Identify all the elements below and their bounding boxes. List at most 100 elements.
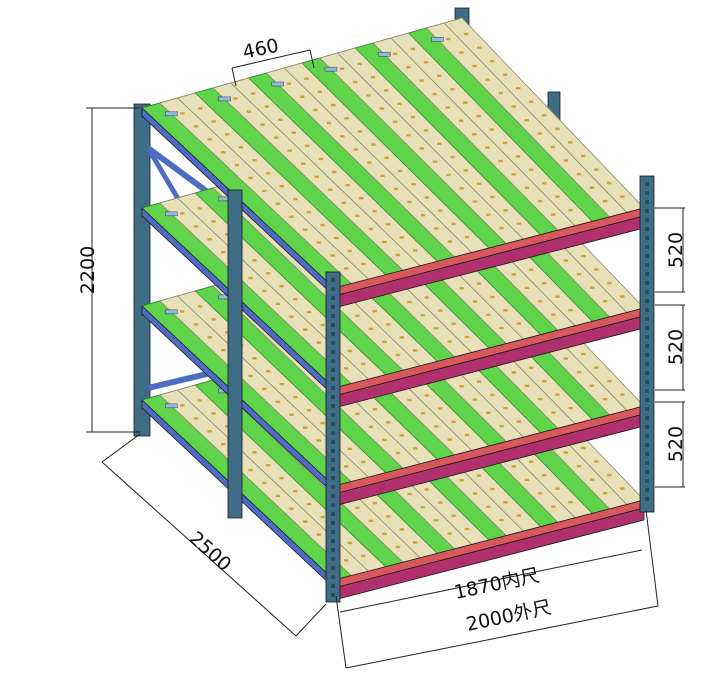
roller-3-17-13 xyxy=(620,487,625,490)
roller-1-1-7 xyxy=(262,289,267,293)
upright-front-left-hole-305 xyxy=(331,305,335,309)
upright-front-left-hole-593 xyxy=(331,593,335,597)
roller-2-1-8 xyxy=(275,400,281,404)
roller-0-2-5 xyxy=(252,159,257,162)
inner-width-label: 1870内尺 xyxy=(452,564,541,603)
roller-0-1-1 xyxy=(180,112,185,115)
depth-extension-front xyxy=(295,603,327,637)
roller-0-14-11 xyxy=(542,182,547,185)
roller-0-5-6 xyxy=(318,157,323,161)
roller-3-5-12 xyxy=(399,528,404,531)
upright-front-left-hole-278 xyxy=(331,278,335,282)
roller-0-17-7 xyxy=(542,114,547,117)
roller-2-10-11 xyxy=(472,398,478,401)
upright-front-right-hole-434 xyxy=(645,434,649,438)
spacing-extension-left xyxy=(231,67,237,87)
roller-3-5-10 xyxy=(372,502,377,505)
upright-front-left-hole-368 xyxy=(331,368,335,372)
level-pitch-label-2: 520 xyxy=(665,329,687,365)
roller-0-5-1 xyxy=(251,92,256,95)
roller-3-13-12 xyxy=(537,492,543,495)
roller-1-17-12 xyxy=(607,281,612,285)
roller-0-8-7 xyxy=(384,156,389,160)
roller-2-11-12 xyxy=(503,407,508,410)
roller-1-8-13 xyxy=(464,335,470,339)
stop-plate-3-1 xyxy=(165,403,178,409)
roller-0-5-10 xyxy=(372,210,377,213)
roller-2-16-11 xyxy=(576,370,582,374)
roller-0-16-1 xyxy=(446,37,451,41)
roller-1-1-13 xyxy=(343,367,349,370)
roller-0-7-8 xyxy=(380,174,385,177)
roller-0-1-10 xyxy=(303,228,308,231)
roller-0-13-8 xyxy=(485,146,490,149)
roller-0-8-9 xyxy=(411,183,416,186)
upright-front-right-hole-182 xyxy=(645,182,649,186)
width-extension-right xyxy=(645,509,659,607)
roller-0-5-13 xyxy=(413,249,418,252)
roller-2-2-1 xyxy=(197,305,203,308)
roller-2-7-10 xyxy=(407,398,412,402)
upright-front-left-hole-395 xyxy=(331,395,335,399)
roller-0-13-9 xyxy=(498,159,503,163)
upright-front-left-hole-485 xyxy=(331,485,335,489)
roller-3-5-13 xyxy=(413,541,418,544)
roller-0-8-1 xyxy=(304,77,309,80)
upright-front-right-hole-227 xyxy=(645,227,649,231)
roller-1-2-8 xyxy=(293,297,298,301)
roller-0-8-2 xyxy=(317,90,323,94)
roller-1-11-12 xyxy=(503,309,508,312)
roller-1-13-11 xyxy=(524,286,530,290)
roller-3-1-9 xyxy=(289,507,294,510)
roller-0-10-2 xyxy=(353,80,358,84)
roller-2-17-13 xyxy=(620,393,625,396)
roller-1-1-11 xyxy=(316,341,322,344)
roller-2-2-3 xyxy=(225,331,230,334)
roller-1-2-7 xyxy=(279,284,284,288)
roller-0-8-11 xyxy=(438,209,443,212)
roller-0-16-13 xyxy=(602,199,608,203)
spacing-dimension-label: 460 xyxy=(241,35,281,64)
roller-0-4-13 xyxy=(395,253,401,257)
upright-front-right-hole-326 xyxy=(645,326,649,330)
roller-3-11-11 xyxy=(490,487,495,491)
roller-1-14-13 xyxy=(568,308,573,312)
roller-3-16-10 xyxy=(563,451,569,454)
roller-0-14-12 xyxy=(555,195,560,198)
roller-0-7-3 xyxy=(313,108,318,112)
roller-1-14-11 xyxy=(542,282,547,285)
roller-3-1-2 xyxy=(193,417,199,420)
roller-1-10-13 xyxy=(499,326,504,330)
roller-2-14-11 xyxy=(542,380,547,383)
roller-0-10-9 xyxy=(446,173,451,177)
upright-front-right-hole-416 xyxy=(645,416,649,420)
roller-0-14-1 xyxy=(410,47,416,51)
roller-2-4-12 xyxy=(382,438,387,442)
roller-0-10-6 xyxy=(406,133,411,137)
upright-front-left-hole-314 xyxy=(331,314,335,318)
roller-0-8-8 xyxy=(397,169,403,173)
upright-front-right-hole-308 xyxy=(645,308,649,312)
roller-2-1-9 xyxy=(289,413,294,416)
roller-1-4-11 xyxy=(368,327,374,331)
roller-3-8-10 xyxy=(424,488,430,491)
roller-0-7-9 xyxy=(393,187,399,191)
upright-front-left-hole-350 xyxy=(331,350,335,354)
roller-0-10-10 xyxy=(459,187,464,190)
upright-front-right-hole-461 xyxy=(645,461,649,465)
roller-0-14-4 xyxy=(450,88,455,91)
upright-front-left-hole-341 xyxy=(331,341,335,345)
roller-0-8-12 xyxy=(451,222,456,226)
roller-3-16-13 xyxy=(602,491,608,495)
roller-1-11-11 xyxy=(490,295,495,299)
roller-2-17-11 xyxy=(594,366,599,369)
roller-3-1-4 xyxy=(221,442,226,446)
roller-0-11-8 xyxy=(450,155,455,159)
roller-3-10-10 xyxy=(459,479,464,482)
roller-3-16-12 xyxy=(589,478,595,481)
upright-front-right-hole-290 xyxy=(645,290,649,294)
roller-0-1-8 xyxy=(275,202,281,206)
roller-1-1-3 xyxy=(207,238,212,241)
upright-front-left-hole-332 xyxy=(331,332,335,336)
